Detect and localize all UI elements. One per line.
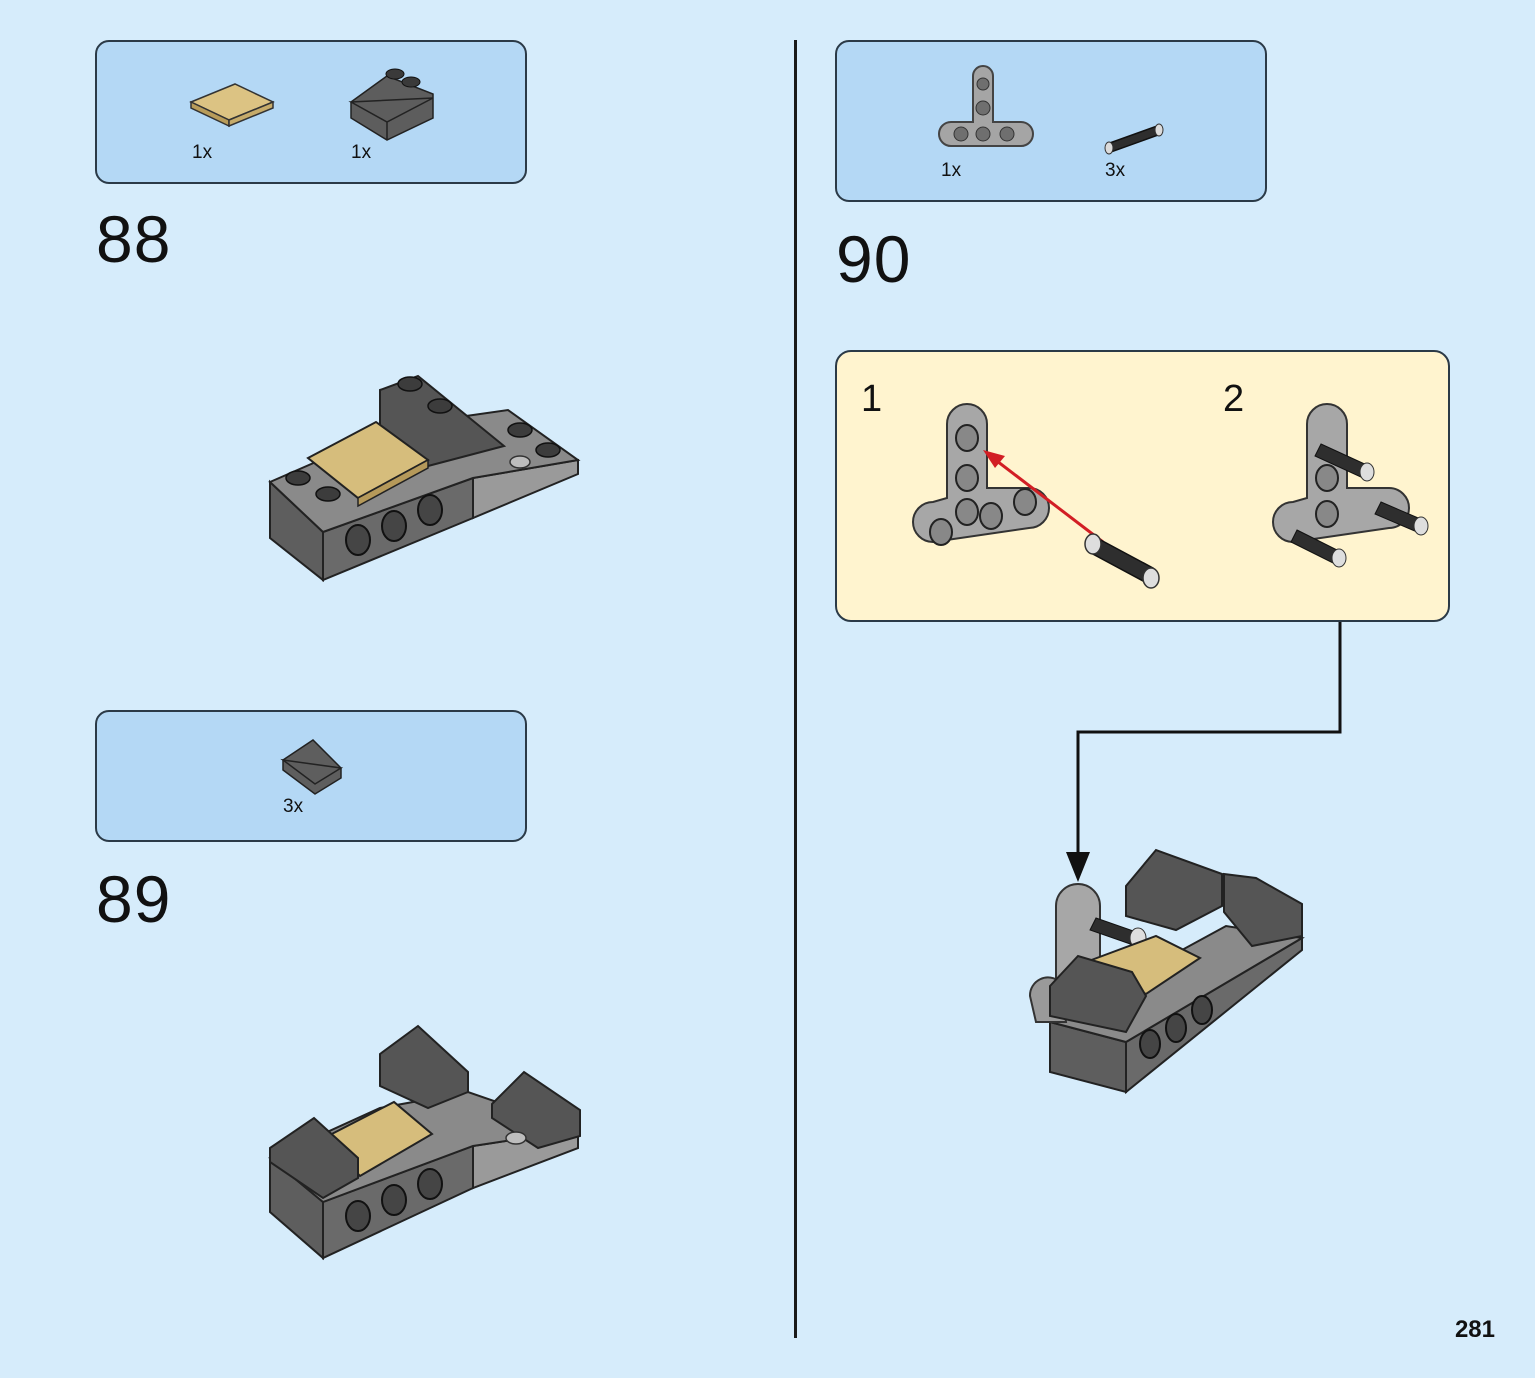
step-90-assembly-illustration <box>1028 848 1305 1095</box>
step-90-substep-box: 1 2 <box>835 350 1450 622</box>
dark-cheese-slope-part-icon <box>280 739 344 795</box>
step-89-part-1-qty: 3x <box>283 796 304 817</box>
step-88-assembly-illustration <box>268 374 581 583</box>
step-88-part-1-qty: 1x <box>192 142 213 163</box>
step-88-part-2-qty: 1x <box>351 142 372 163</box>
step-89-number: 89 <box>96 862 172 936</box>
column-divider <box>794 40 797 1338</box>
step-90-parts-box: 1x 3x <box>835 40 1267 202</box>
substep-1-number: 1 <box>861 378 883 420</box>
tan-tile-part-icon <box>189 83 275 128</box>
dark-slope-part-icon <box>348 68 434 141</box>
grey-t-beam-part-icon <box>938 65 1034 147</box>
step-88-number: 88 <box>96 202 172 276</box>
step-90-part-2-qty: 3x <box>1105 160 1126 181</box>
step-90-part-1-qty: 1x <box>941 160 962 181</box>
step-89-parts-box: 3x <box>95 710 527 842</box>
page-number: 281 <box>1454 1316 1495 1343</box>
substep-1-illustration <box>912 403 1160 589</box>
step-89-assembly-illustration <box>268 1024 581 1261</box>
black-pin-part-icon <box>1104 123 1164 155</box>
step-90-connector-arrow <box>1066 622 1342 882</box>
substep-2-number: 2 <box>1223 378 1245 420</box>
step-90-number: 90 <box>836 222 912 296</box>
substep-2-illustration <box>1272 403 1429 568</box>
step-88-parts-box: 1x 1x <box>95 40 527 184</box>
